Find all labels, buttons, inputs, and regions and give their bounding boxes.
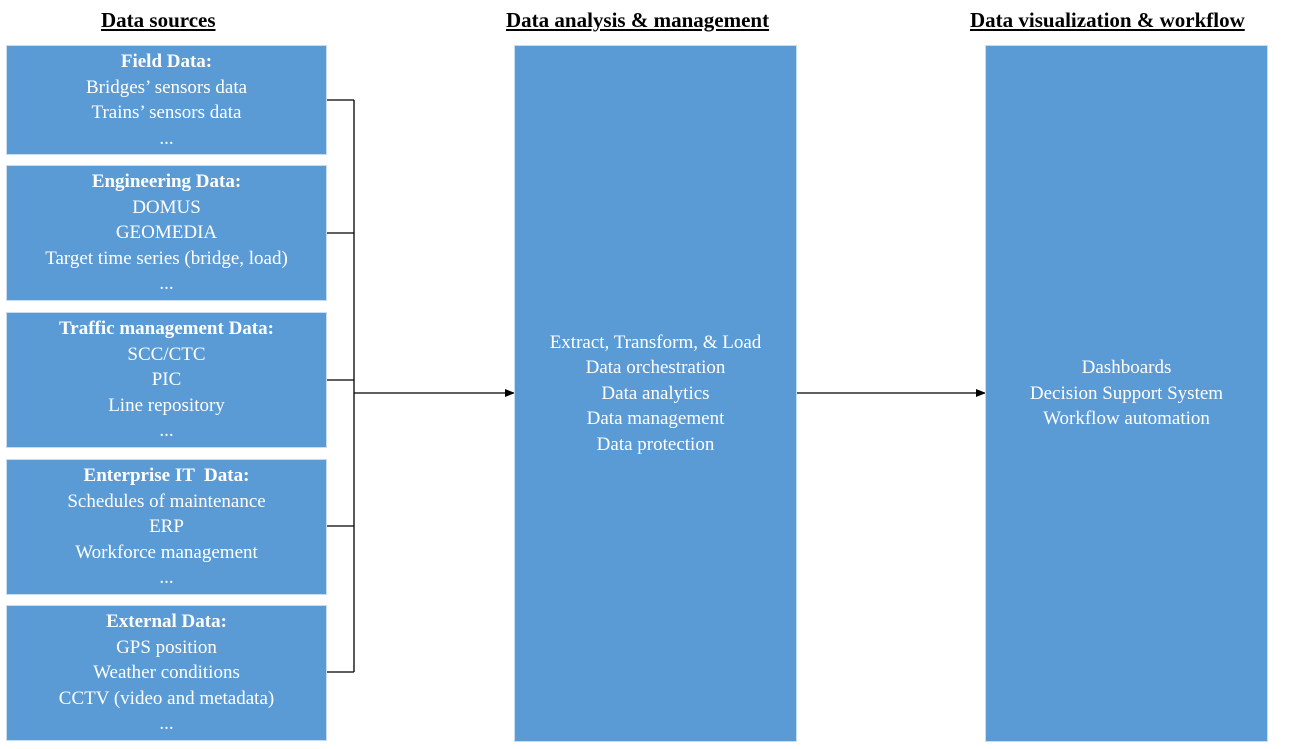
source-item: DOMUS	[132, 196, 201, 218]
visualization-item: Dashboards	[1081, 357, 1172, 379]
heading-data-sources: Data sources	[101, 8, 216, 32]
source-box-enterprise: Enterprise IT Data: Schedules of mainten…	[6, 459, 327, 595]
source-title: Engineering Data:	[91, 171, 242, 193]
source-item: ...	[159, 273, 174, 295]
source-item: PIC	[151, 369, 182, 391]
heading-data-visualization: Data visualization & workflow	[970, 8, 1245, 32]
source-box-external: External Data: GPS position Weather cond…	[6, 605, 327, 741]
source-item: Line repository	[108, 394, 225, 416]
analysis-item: Extract, Transform, & Load	[549, 331, 762, 353]
source-item: Weather conditions	[93, 662, 240, 684]
source-item: ERP	[149, 516, 184, 538]
source-title: Traffic management Data:	[59, 318, 274, 340]
source-box-engineering: Engineering Data: DOMUS GEOMEDIA Target …	[6, 165, 327, 301]
source-item: Bridges’ sensors data	[85, 76, 248, 98]
source-item: CCTV (video and metadata)	[58, 687, 275, 709]
source-title: Field Data:	[120, 51, 213, 72]
analysis-item: Data protection	[596, 433, 715, 455]
visualization-item: Decision Support System	[1029, 382, 1224, 404]
source-item: ...	[159, 127, 174, 149]
source-item: Workforce management	[75, 541, 258, 563]
source-item: ...	[159, 713, 174, 735]
source-item: GEOMEDIA	[115, 222, 218, 244]
analysis-item: Data management	[586, 408, 725, 430]
analysis-item: Data analytics	[601, 382, 710, 404]
source-title: Enterprise IT Data:	[83, 465, 250, 487]
source-item: ...	[159, 567, 174, 589]
source-item: Trains’ sensors data	[91, 102, 242, 123]
source-item: SCC/CTC	[127, 343, 206, 365]
source-box-traffic: Traffic management Data: SCC/CTC PIC Lin…	[6, 312, 327, 448]
source-item: GPS position	[116, 636, 217, 658]
source-item: ...	[159, 420, 174, 442]
heading-data-analysis: Data analysis & management	[506, 8, 770, 32]
analysis-item: Data orchestration	[585, 357, 726, 379]
visualization-box: Dashboards Decision Support System Workf…	[985, 45, 1268, 742]
visualization-item: Workflow automation	[1043, 408, 1210, 430]
source-title: External Data:	[106, 611, 227, 633]
source-item: Schedules of maintenance	[67, 490, 266, 512]
source-item: Target time series (bridge, load)	[45, 247, 288, 269]
source-box-field: Field Data: Bridges’ sensors data Trains…	[6, 45, 327, 155]
analysis-box: Extract, Transform, & Load Data orchestr…	[514, 45, 797, 742]
